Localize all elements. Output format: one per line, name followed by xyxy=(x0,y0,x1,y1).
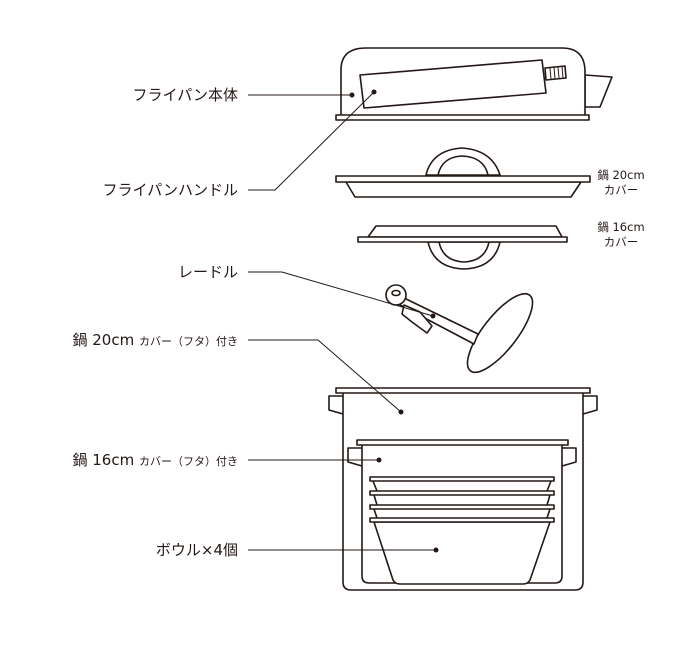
cover-16cm-illustration xyxy=(357,225,568,270)
label-cover-20cm-name: カバー xyxy=(603,183,639,197)
frying-pan-illustration xyxy=(335,47,613,121)
label-cover-16cm-size: 鍋 16cm xyxy=(597,220,645,234)
label-bowls: ボウル×4個 xyxy=(155,541,238,559)
label-cover-16cm-name: カバー xyxy=(603,235,639,249)
label-pot-16cm: 鍋 16cm カバー（フタ）付き xyxy=(73,451,239,471)
label-ladle: レードル xyxy=(177,263,238,281)
label-pot-16cm-sub: カバー（フタ）付き xyxy=(139,455,238,468)
cover-20cm-illustration xyxy=(335,147,591,198)
frying-pan-rim xyxy=(335,114,590,121)
label-pot-16cm-main: 鍋 16cm xyxy=(72,451,135,469)
label-cover-16cm: 鍋 16cm カバー xyxy=(596,220,646,250)
frying-pan-handle xyxy=(359,59,547,109)
ladle-illustration xyxy=(385,284,534,374)
frying-pan-spout xyxy=(584,74,613,108)
pot-20cm-illustration xyxy=(328,387,598,591)
label-frying-pan-body: フライパン本体 xyxy=(132,86,238,104)
label-pot-20cm-sub: カバー（フタ）付き xyxy=(139,335,238,348)
label-frying-pan-handle: フライパンハンドル xyxy=(102,181,238,199)
label-pot-20cm-main: 鍋 20cm xyxy=(72,331,135,349)
leader-lines xyxy=(248,89,439,553)
bowls-illustration xyxy=(369,476,555,585)
label-pot-20cm: 鍋 20cm カバー（フタ）付き xyxy=(73,331,239,351)
label-cover-20cm-size: 鍋 20cm xyxy=(597,168,645,182)
label-cover-20cm: 鍋 20cm カバー xyxy=(596,168,646,198)
